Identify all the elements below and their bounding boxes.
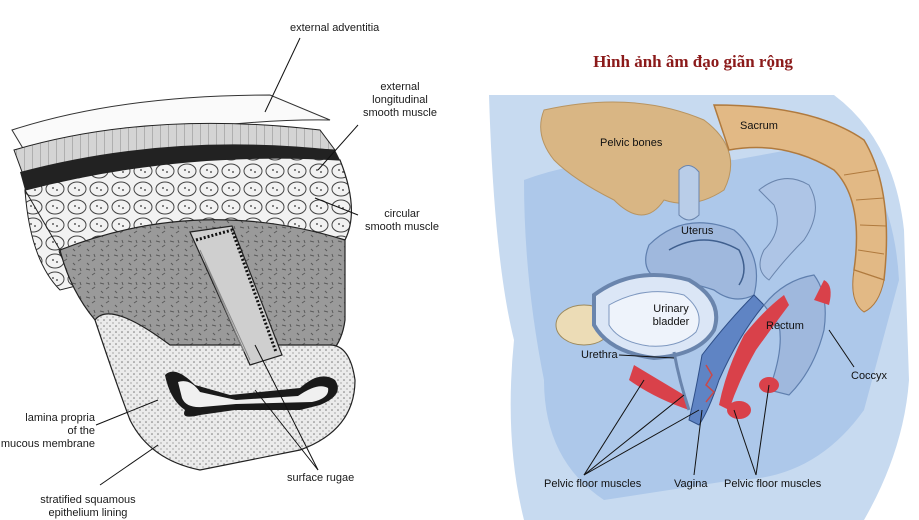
label-circular-muscle: circular smooth muscle xyxy=(362,208,442,234)
label-line: stratified squamous xyxy=(40,494,136,506)
pelvic-floor-muscle-right xyxy=(719,295,789,410)
label-line: smooth muscle xyxy=(365,221,439,233)
label-line: bladder xyxy=(652,316,690,328)
vagina-canal xyxy=(688,294,765,426)
label-uterus: Uterus xyxy=(681,225,714,237)
mucosa-section xyxy=(94,313,356,471)
vaginal-wall-illustration xyxy=(11,37,359,486)
label-pelvic-floor-muscles-left: Pelvic floor muscles xyxy=(544,478,642,490)
label-rectum: Rectum xyxy=(766,320,804,332)
label-pelvic-floor-muscles-right: Pelvic floor muscles xyxy=(724,478,822,490)
label-lamina-propria: lamina propria of the mucous membrane xyxy=(0,412,95,451)
label-line: external xyxy=(380,81,420,93)
figure-title: Hình ảnh âm đạo giãn rộng xyxy=(593,52,793,71)
label-line: lamina propria xyxy=(25,412,95,424)
pelvic-floor-muscle-left xyxy=(629,365,689,410)
label-surface-rugae: surface rugae xyxy=(287,472,355,484)
label-vagina: Vagina xyxy=(674,478,708,490)
label-line: mucous membrane xyxy=(0,438,95,450)
label-line: Urinary xyxy=(653,303,689,315)
label-line: circular xyxy=(384,208,420,220)
label-line: longitudinal xyxy=(372,94,428,106)
label-stratified-squamous: stratified squamous epithelium lining xyxy=(28,494,148,520)
label-urethra: Urethra xyxy=(581,349,618,361)
label-coccyx: Coccyx xyxy=(851,370,888,382)
urethra xyxy=(672,351,691,411)
label-sacrum: Sacrum xyxy=(740,120,778,132)
label-external-adventitia: external adventitia xyxy=(290,22,380,34)
coccyx xyxy=(852,269,885,313)
pelvic-anatomy-illustration xyxy=(489,95,909,520)
label-pelvic-bones: Pelvic bones xyxy=(600,137,663,149)
label-line: smooth muscle xyxy=(363,107,437,119)
label-external-longitudinal: external longitudinal smooth muscle xyxy=(360,81,440,120)
label-line: epithelium lining xyxy=(48,507,128,519)
label-line: of the xyxy=(67,425,95,437)
label-urinary-bladder: Urinary bladder xyxy=(641,303,701,329)
